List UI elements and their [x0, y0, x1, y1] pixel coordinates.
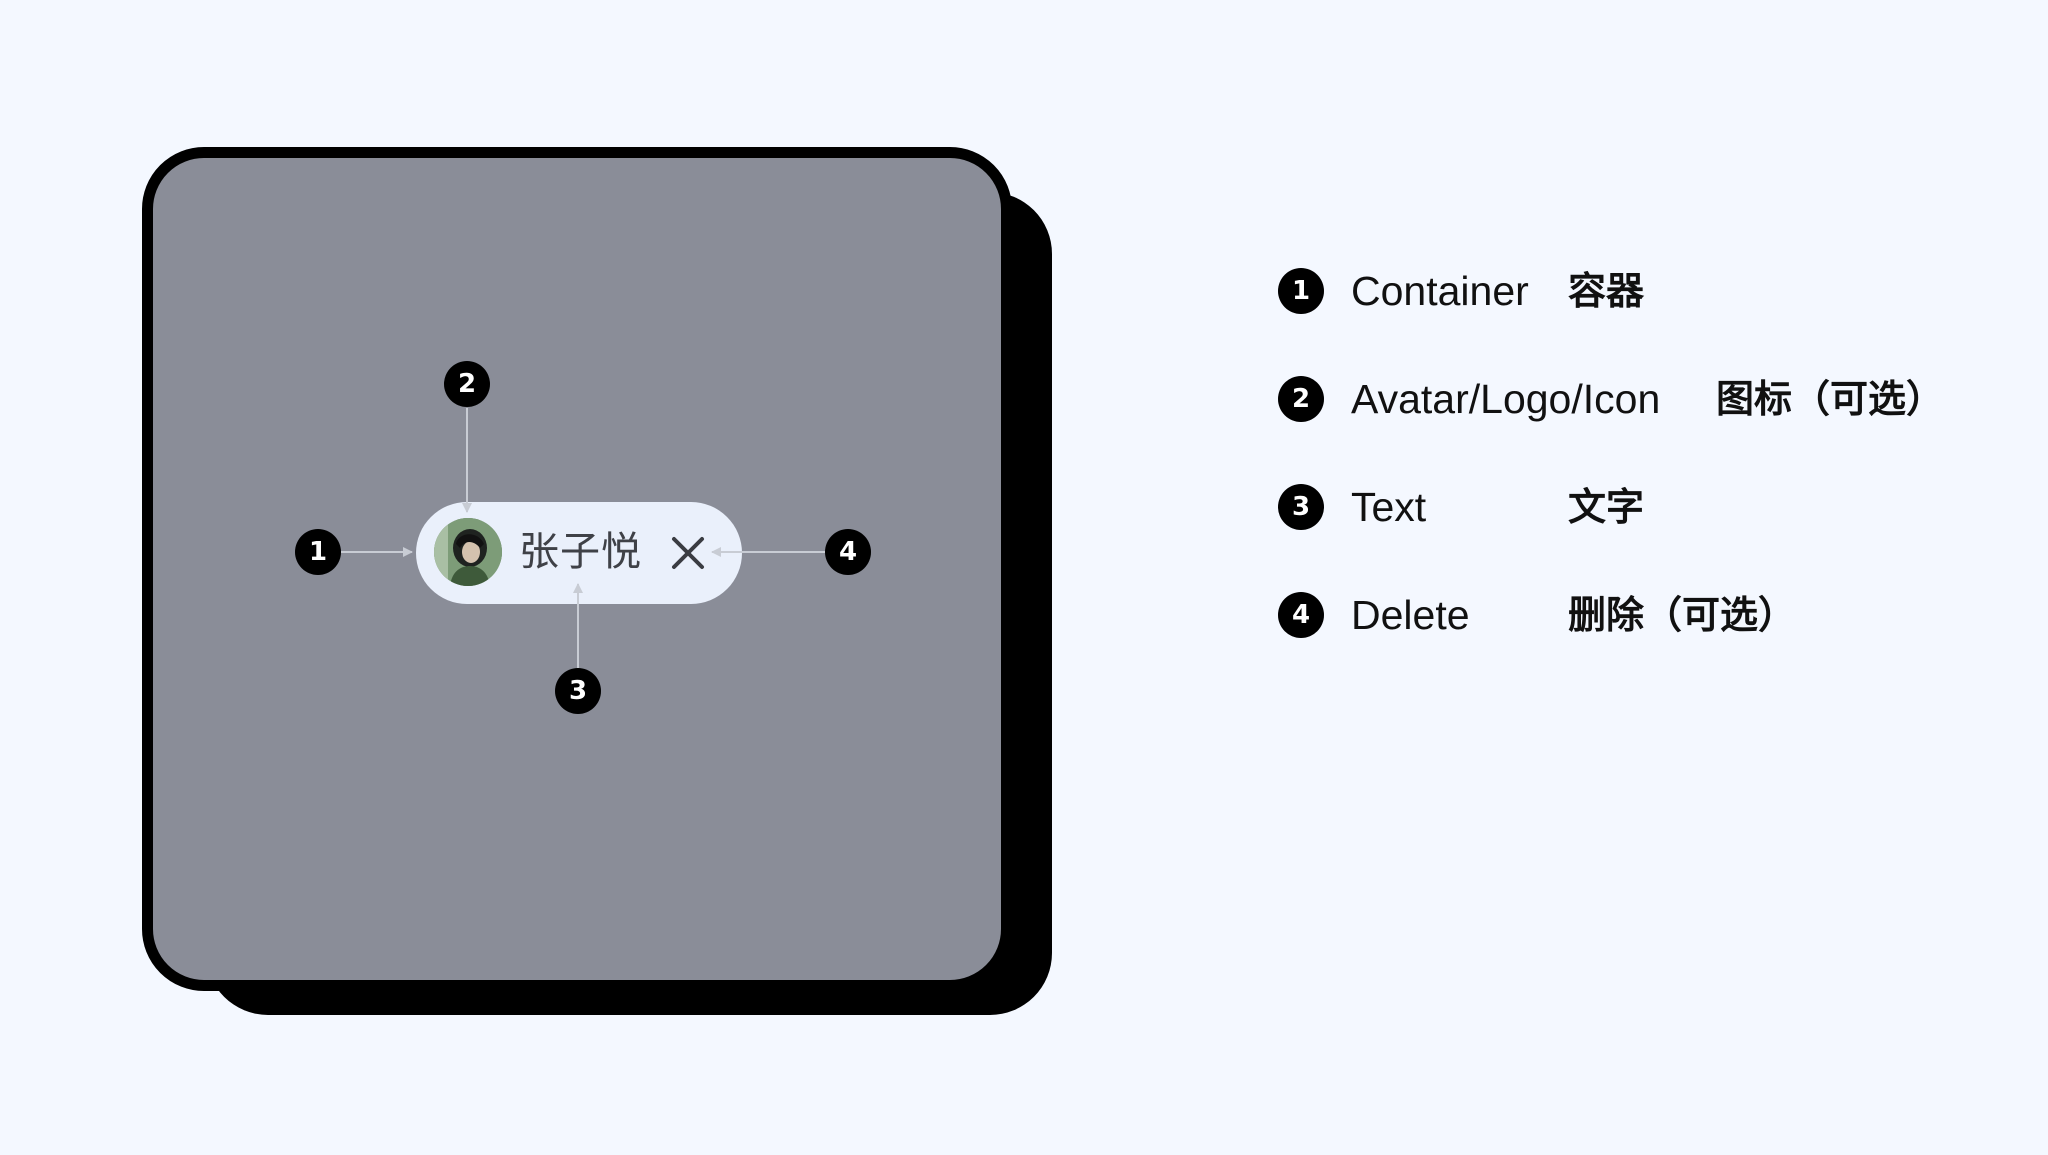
legend-label-zh: 图标（可选） — [1716, 377, 1945, 421]
legend-number: 1 — [1278, 268, 1324, 314]
legend-label-zh: 删除（可选） — [1568, 593, 1797, 637]
close-icon[interactable] — [670, 535, 706, 571]
legend-label-en: Text — [1351, 484, 1427, 530]
marker-2: 2 — [444, 361, 490, 407]
legend-label-en: Container — [1351, 268, 1529, 314]
legend-label-zh: 文字 — [1568, 485, 1645, 529]
legend-label-en: Delete — [1351, 592, 1470, 638]
chip-text: 张子悦 — [519, 529, 642, 575]
legend-number: 3 — [1278, 484, 1324, 530]
marker-1: 1 — [295, 529, 341, 575]
legend-number: 2 — [1278, 376, 1324, 422]
marker-4: 4 — [825, 529, 871, 575]
legend-number: 4 — [1278, 592, 1324, 638]
marker-3: 3 — [555, 668, 601, 714]
chip-container[interactable]: 张子悦 — [416, 502, 742, 604]
legend-label-en: Avatar/Logo/Icon — [1351, 376, 1661, 422]
legend-label-zh: 容器 — [1568, 269, 1645, 313]
